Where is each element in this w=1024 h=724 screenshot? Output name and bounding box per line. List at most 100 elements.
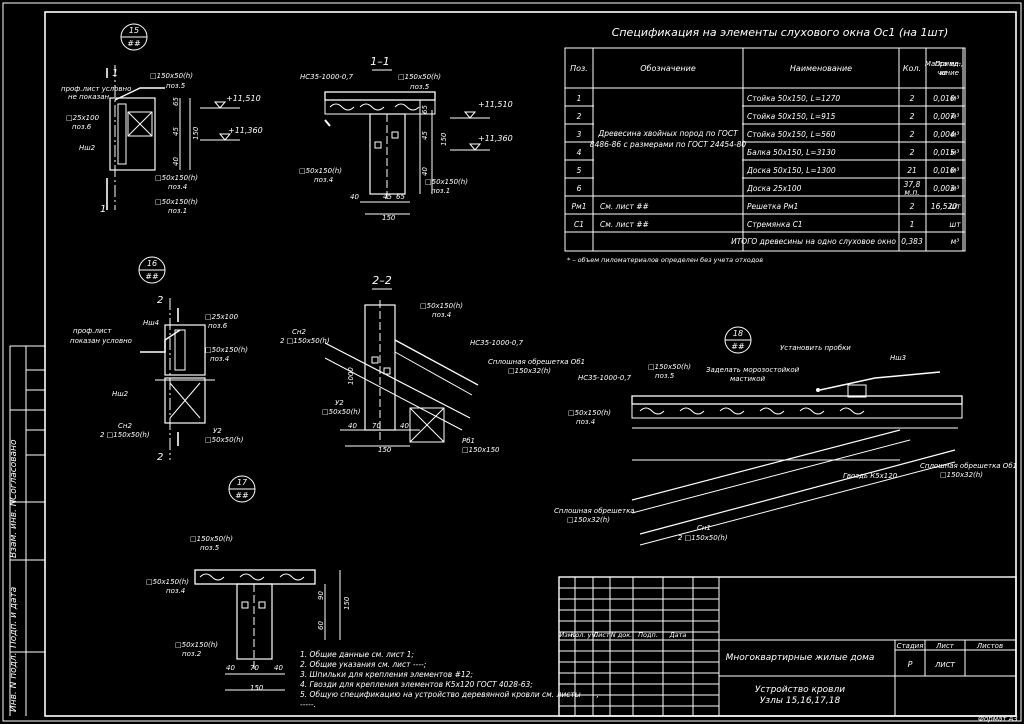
- spec-row-name: Стойка 50x150, L=1270: [747, 94, 840, 103]
- spec-row-note: м³: [951, 94, 960, 103]
- general-notes: 1. Общие данные см. лист 1;2. Общие указ…: [300, 650, 599, 709]
- n16-label-50x150: □50x150(h): [205, 346, 248, 354]
- node17-num: 17: [237, 478, 248, 487]
- tb-sheets-label: Листов: [976, 642, 1003, 650]
- node18-num: 18: [733, 329, 743, 338]
- n15-mark-bottom: +11,360: [228, 126, 263, 135]
- n18-label-150x50: □150x50(h): [648, 363, 691, 371]
- n18-label-nail: Гвоздь К5х120: [843, 472, 898, 480]
- stamp-replace-inv: Взам. инв. N: [9, 499, 19, 558]
- s22-dim-40-b: 40: [400, 422, 409, 430]
- spec-head-designation: Обозначение: [640, 64, 696, 73]
- spec-row-mass: 0,007: [933, 112, 955, 121]
- n16-label-50x50: □50x50(h): [205, 436, 244, 444]
- s22-label-2x150x50: 2 □150x50(h): [280, 337, 330, 345]
- spec-row-pos: 2: [577, 112, 582, 121]
- s22-label-ns35: НС35-1000-0,7: [470, 339, 524, 347]
- spec-row-note: шт: [949, 220, 961, 229]
- s22-label-rb1: Рб1: [462, 437, 475, 445]
- spec-head-mass: Масса ед.,кг: [925, 60, 963, 77]
- spec-row-note: м³: [951, 148, 960, 157]
- n17-dim-150: 150: [250, 684, 264, 692]
- spec-row-name: Балка 50x150, L=3130: [747, 148, 836, 157]
- n18-label-ob1: Сплошная обрешетка Об1: [920, 462, 1017, 470]
- s11-dim-65-h: 65: [396, 193, 405, 201]
- s22-dim-40-a: 40: [348, 422, 357, 430]
- node-16: 16 ## 2 2 □25x100 поз.6 Нш4 проф.лист по…: [70, 256, 248, 463]
- node15-sub: ##: [127, 39, 141, 48]
- n15-dim-65: 65: [172, 97, 180, 106]
- spec-row-qty: 2: [910, 202, 915, 211]
- n16-label-poz6: поз.6: [208, 322, 228, 330]
- n17-label-50x150-b: □50x150(h): [175, 641, 218, 649]
- tb-sheet-label: Лист: [935, 642, 955, 650]
- s11-label-150x50: □150x50(h): [398, 73, 441, 81]
- s11-dim-150-v: 150: [440, 132, 448, 146]
- spec-row-mass: 0,004: [933, 130, 955, 139]
- n15-cut-top: 1: [112, 68, 118, 79]
- spec-head-qty: Кол.: [903, 64, 921, 73]
- s22-label-150x32: □150x32(h): [508, 367, 551, 375]
- spec-row-name: Доска 25x100: [746, 184, 802, 193]
- n15-label-25x100: □25x100: [66, 114, 100, 122]
- s22-label-poz4: поз.4: [432, 311, 451, 319]
- n15-label-poz1: поз.1: [168, 207, 187, 215]
- n15-dim-40: 40: [172, 157, 180, 166]
- side-stamp: Согласовано Взам. инв. N Подп. и дата Ин…: [9, 345, 45, 716]
- n18-label-sn1: Сн1: [697, 524, 711, 532]
- n17-label-poz5: поз.5: [200, 544, 220, 552]
- spec-row-pos: 1: [577, 94, 582, 103]
- tb-sheet-name: Устройство кровли: [755, 685, 845, 695]
- spec-row-pos: Рм1: [572, 202, 587, 211]
- spec-row-mass: 0,010: [933, 166, 955, 175]
- s11-label-ns35: НС35-1000-0,7: [300, 73, 354, 81]
- n17-label-poz2: поз.2: [182, 650, 202, 658]
- s22-dim-150: 150: [378, 446, 392, 454]
- n18-label-poz4: поз.4: [576, 418, 595, 426]
- spec-row-pos: 6: [577, 184, 582, 193]
- spec-row-mass: 0,015: [933, 148, 955, 157]
- spec-row-qty: 2: [910, 112, 915, 121]
- n16-label-sn2: Сн2: [118, 422, 132, 430]
- s11-label-poz5: поз.5: [410, 83, 430, 91]
- node15-num: 15: [129, 26, 139, 35]
- spec-row-pos: 5: [577, 166, 582, 175]
- note-line: 4. Гвозди для крепления элементов К5х120…: [300, 680, 533, 689]
- node-17: 17 ## □150x50(h) поз.5 □50x150(h) поз.4 …: [146, 475, 351, 692]
- s22-title: 2–2: [372, 274, 392, 287]
- n16-label-nsh2: Нш2: [112, 390, 129, 398]
- tb-stage-label: Стадия: [897, 642, 924, 650]
- spec-total-note: м³: [951, 237, 960, 246]
- spec-table: Поз. Обозначение Наименование Кол. Масса…: [564, 47, 966, 252]
- spec-row-mass: 0,010: [933, 94, 955, 103]
- tb-col-header: Дата: [669, 631, 687, 639]
- n16-label-2x150x50: 2 □150x50(h): [100, 431, 150, 439]
- n16-label-poz4: поз.4: [210, 355, 229, 363]
- inner-frame: [44, 11, 1017, 717]
- s22-dim-70: 70: [372, 422, 381, 430]
- section-1-1: 1–1 НС35-1000-0,7 □150x50(h) поз.5 □50x1…: [299, 55, 513, 222]
- tb-nodes: Узлы 15,16,17,18: [760, 696, 841, 706]
- tb-col-header: Подп.: [638, 631, 658, 639]
- n17-dim-60: 60: [317, 621, 325, 630]
- s22-label-50x150: □50x150(h): [420, 302, 463, 310]
- n17-label-150x50: □150x50(h): [190, 535, 233, 543]
- n15-label-poz4: поз.4: [168, 183, 187, 191]
- n15-label-prof: проф.лист условно: [61, 85, 131, 93]
- spec-row-name: Стойка 50x150, L=560: [747, 130, 836, 139]
- n17-label-50x150-a: □50x150(h): [146, 578, 189, 586]
- s11-dim-65-v: 65: [421, 105, 429, 114]
- n18-label-ob1-size: □150x32(h): [940, 471, 983, 479]
- tb-col-header: Изм.: [559, 631, 574, 639]
- spec-row-name: Решетка Рм1: [747, 202, 798, 211]
- spec-head-pos: Поз.: [570, 64, 588, 73]
- s11-dim-150-h: 150: [382, 214, 396, 222]
- n18-label-poz5: поз.5: [655, 372, 675, 380]
- n17-dim-150-v: 150: [343, 596, 351, 610]
- spec-row-mass: 16,520: [931, 202, 957, 211]
- n15-label-poz5: поз.5: [166, 82, 186, 90]
- n16-cut-top: 2: [157, 295, 163, 306]
- spec-row-qty: 2: [910, 148, 915, 157]
